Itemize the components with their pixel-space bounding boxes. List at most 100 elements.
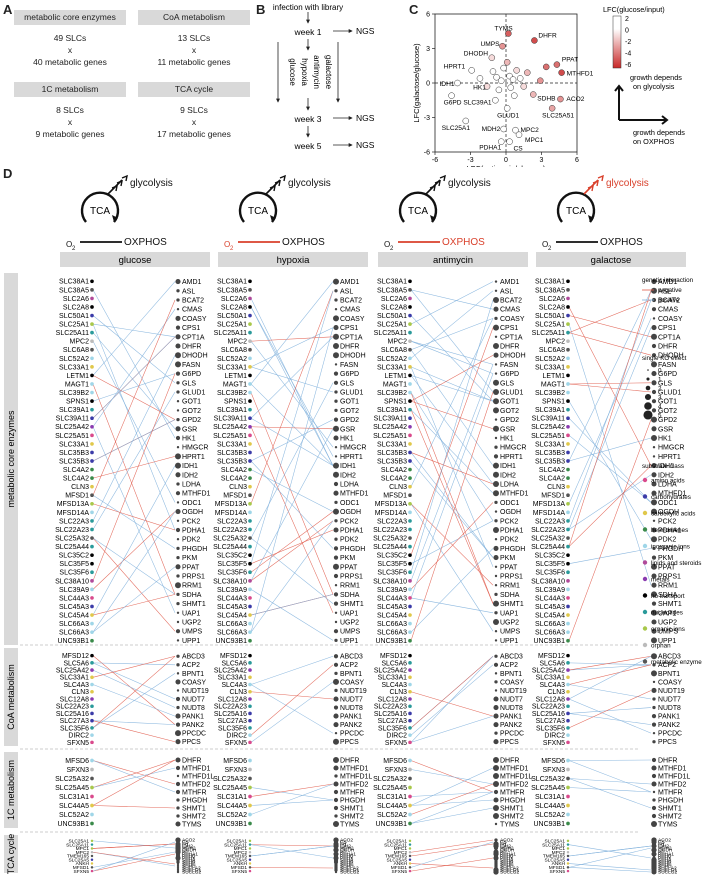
gene-label: MTHFD2: [182, 781, 210, 788]
gene-label: PHGDH: [658, 546, 683, 553]
gene-dot: [493, 352, 499, 358]
gene-dot: [651, 781, 657, 787]
slc-label: SLC33A1: [536, 675, 566, 682]
gene-dot: [176, 689, 180, 692]
gene-label: SHMT1: [500, 601, 524, 608]
legend-class-label: heteroarenes: [651, 527, 688, 534]
gene-label: GLS: [182, 380, 196, 387]
slc-label: SLC25A32: [213, 535, 247, 542]
slc-dot: [90, 839, 94, 843]
panel-a-box-line: x: [67, 45, 73, 55]
slc-label: SLC22A23: [532, 704, 565, 711]
gene-label: MTHFD2: [340, 781, 368, 788]
gene-label: ASL: [658, 288, 671, 295]
gene-dot: [651, 637, 657, 644]
gene-dot: [333, 847, 339, 853]
gene-label: SUCLA2: [500, 866, 519, 872]
gene-dot: [333, 371, 339, 376]
slc-dot: [248, 733, 252, 737]
gene-label: ODC1: [500, 500, 520, 507]
gene-label: NUDT7: [182, 696, 205, 703]
slc-label: SLC33A1: [59, 441, 89, 448]
gene-label: GPD2: [500, 417, 519, 424]
ngs-label-1: NGS: [356, 26, 375, 36]
gene-label: PPCS: [658, 739, 677, 746]
slc-label: TMEM165: [385, 854, 407, 860]
gene-label: HMGCR: [182, 445, 208, 452]
legend-class-label: amino acids: [651, 477, 685, 484]
gene-label: SUCLG1: [340, 868, 360, 874]
gene-dot: [651, 408, 657, 413]
slc-dot: [90, 803, 94, 808]
slc-label: SLC25A5: [68, 857, 89, 863]
interaction-edge: [92, 373, 176, 581]
legend-class-dot: [642, 576, 648, 582]
slc-label: UNC93B1: [57, 821, 89, 828]
section-sidebar: [4, 648, 18, 746]
o2-sub: 2: [548, 246, 552, 252]
slc-dot: [248, 578, 252, 583]
gene-label: GLUD1: [658, 389, 681, 396]
slc-dot: [248, 450, 252, 455]
gene-label: SUCLG2: [658, 870, 678, 875]
gene-label: HK1: [340, 435, 354, 442]
slc-dot: [248, 288, 252, 292]
gene-label: PCK2: [658, 518, 676, 525]
cond-hypoxia: hypoxia: [300, 58, 309, 86]
gene-label: DHODH: [658, 353, 684, 360]
arrow-up-text-2: on glycolysis: [633, 82, 675, 91]
section-title: metabolic core enzymes: [6, 410, 16, 508]
gene-dot: [494, 363, 498, 366]
point: [511, 92, 518, 99]
slc-label: SLC12A8: [60, 696, 90, 703]
slc-label: ANKH: [76, 861, 90, 867]
slc-dot: [90, 407, 94, 412]
column-header-antimycin: [378, 252, 528, 267]
gene-dot: [493, 545, 499, 551]
interaction-edge: [92, 566, 176, 633]
gene-dot: [651, 843, 657, 849]
gene-dot: [334, 537, 338, 541]
o2-sub: 2: [72, 246, 76, 252]
interaction-edge: [250, 306, 334, 466]
slc-label: SLC33A1: [377, 441, 407, 448]
gene-label: GOT1: [500, 399, 519, 406]
gene-label: MTHFR: [340, 789, 365, 796]
slc-label: SLC31A1: [59, 794, 89, 801]
gene-label: TYMS: [500, 821, 520, 828]
slc-label: MPC2: [234, 850, 248, 856]
interaction-edge: [92, 759, 176, 806]
interaction-edge: [410, 502, 494, 590]
slc-label: SLC35B3: [377, 450, 407, 457]
gene-label: AMD1: [658, 279, 678, 286]
glycolysis-label: glycolysis: [288, 178, 331, 189]
slc-dot: [90, 794, 94, 799]
slc-dot: [248, 843, 252, 846]
slc-dot: [566, 689, 570, 694]
gene-dot: [493, 765, 499, 771]
gene-label: PHGDH: [340, 546, 365, 553]
interaction-edge: [568, 847, 652, 868]
gene-label: GLUD1: [182, 389, 205, 396]
slc-dot: [90, 570, 94, 575]
slc-label: SLC2A8: [381, 304, 407, 311]
slc-label: SLC2A8: [539, 304, 565, 311]
gene-dot: [334, 671, 338, 676]
gene-label: G6PD: [658, 371, 677, 378]
slc-dot: [566, 733, 570, 737]
slc-label: SLC6A8: [539, 347, 565, 354]
slc-dot: [90, 661, 94, 665]
interaction-edge: [410, 839, 494, 853]
slc-label: SLC35C2: [535, 553, 565, 560]
slc-label: MFSD14A: [375, 510, 408, 517]
gene-dot: [333, 380, 339, 385]
slc-label: SFXN5: [74, 869, 90, 875]
slc-label: MFSD1: [391, 865, 408, 871]
interaction-edge: [92, 655, 176, 725]
gene-label: UMPS: [182, 629, 203, 636]
cond-glucose: glucose: [288, 58, 297, 86]
interaction-edge: [410, 364, 494, 581]
gene-dot: [175, 781, 181, 787]
gene-dot: [333, 325, 339, 331]
o2-label: O: [66, 240, 72, 249]
